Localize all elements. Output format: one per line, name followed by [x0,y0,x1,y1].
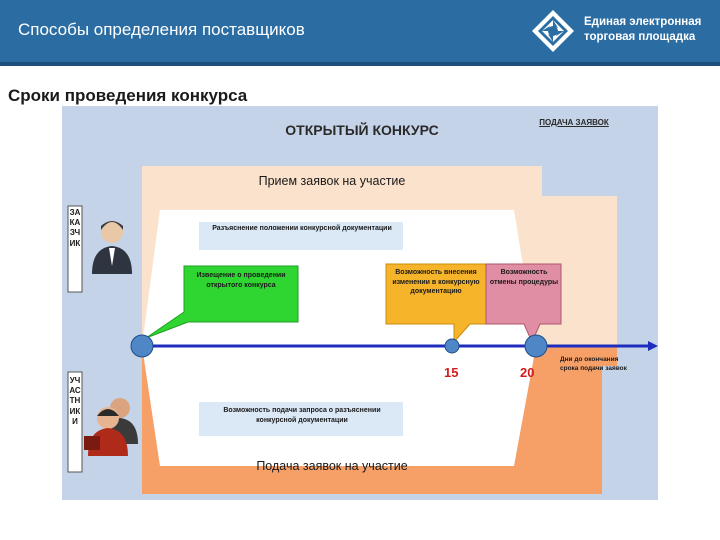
clarification-label: Разъяснение положении конкурсной докумен… [212,225,392,232]
timeline-node-15 [444,338,460,354]
cancel-box [485,263,562,344]
participants-label-box [67,371,83,473]
contest-timeline-diagram: ОТКРЫТЫЙ КОНКУРС ПОДАЧА ЗАЯВОК Прием зая… [62,106,658,500]
customer-label: ЗАКАЗЧИК [69,208,81,248]
eetp-logo-icon [532,10,574,52]
request-label: Возможность подачи запроса о разъяснении… [223,407,381,424]
bottom-band-label: Подача заявок на участие [256,459,408,473]
customer-person-icon [92,221,132,274]
header-title: Способы определения поставщиков [18,20,305,39]
clarification-box [199,222,403,250]
logo-text: Единая электронная торговая площадка [584,15,701,45]
logo-line-2: торговая площадка [584,31,696,43]
top-band-label: Прием заявок на участие [258,174,406,188]
notice-box [145,265,299,339]
request-box [199,402,403,436]
submission-label: ПОДАЧА ЗАЯВОК [539,118,609,127]
logo-line-1: Единая электронная [584,16,702,28]
participants-label: УЧАСТНИКИ [69,376,81,426]
timeline-node-20 [524,334,548,358]
diagram-title: ОТКРЫТЫЙ КОНКУРС [285,122,439,138]
axis-note: Дни до окончания срока подачи заявок [560,356,627,372]
cancel-label: Возможность отмены процедуры [489,269,559,286]
page-subtitle: Сроки проведения конкурса [8,86,248,105]
day-15-label: 15 [444,365,459,380]
header-bar: Способы определения поставщиков Единая э… [0,0,720,62]
participants-people-icon [84,398,138,456]
logo: Единая электронная торговая площадка [528,6,714,56]
changes-label: Возможность внесения изменении в конкурс… [392,269,480,295]
day-20-label: 20 [520,365,535,380]
axis-arrow-icon [648,341,658,351]
timeline-node-start [130,334,154,358]
customer-label-box [67,205,83,293]
header-divider [0,62,720,66]
notice-label: Извещение о проведении открытого конкурс… [196,272,286,289]
diagram-canvas [67,166,658,494]
